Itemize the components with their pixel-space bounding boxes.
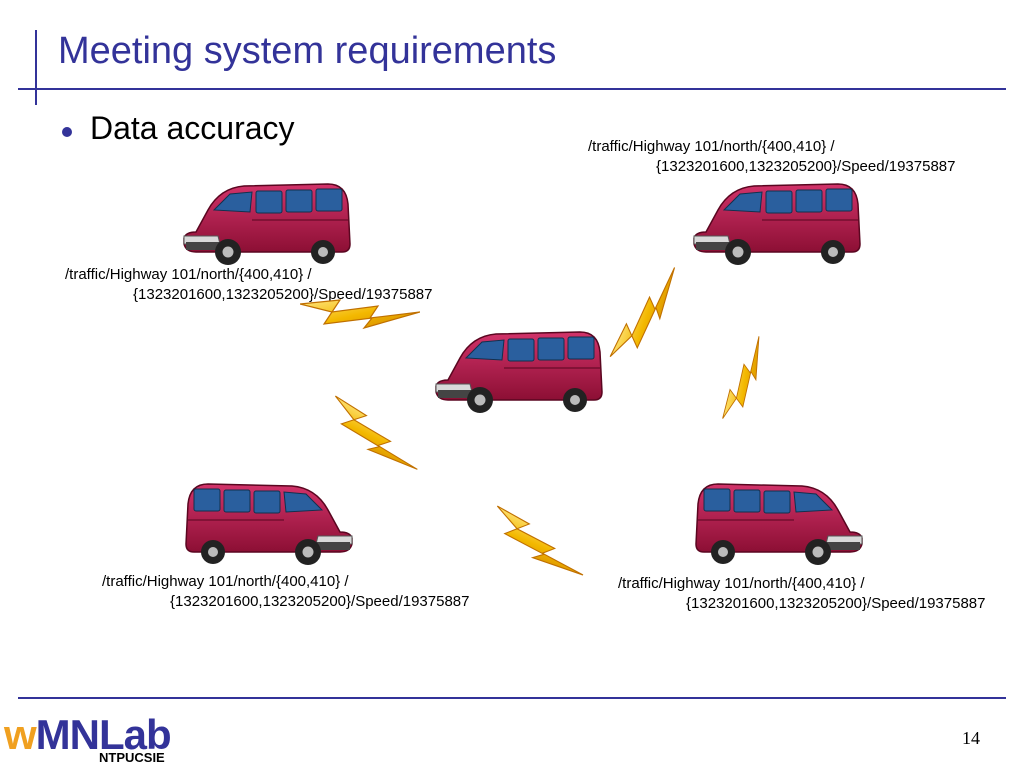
bullet-icon [62, 127, 72, 137]
lightning-icon-left [300, 298, 420, 330]
topic-label-line1: /traffic/Highway 101/north/{400,410} / [65, 266, 312, 283]
logo-wordmark: wMNLab [4, 711, 172, 758]
van-icon-bottom-left [178, 480, 358, 570]
lightning-icon-lower-center [483, 501, 590, 589]
topic-label-line1: /traffic/Highway 101/north/{400,410} / [588, 138, 835, 155]
van-icon-top-right [688, 180, 868, 270]
topic-label-line1: /traffic/Highway 101/north/{400,410} / [618, 575, 865, 592]
topic-label-line1: /traffic/Highway 101/north/{400,410} / [102, 573, 349, 590]
title-vertical-rule [35, 30, 37, 105]
topic-label-bottom-right: /traffic/Highway 101/north/{400,410} / {… [618, 574, 985, 614]
wmnlab-logo: wMNLab NTPUCSIE [4, 703, 184, 768]
topic-label-left: /traffic/Highway 101/north/{400,410} / {… [65, 265, 432, 305]
topic-label-line2: {1323201600,1323205200}/Speed/19375887 [170, 593, 470, 610]
topic-label-line2: {1323201600,1323205200}/Speed/19375887 [133, 286, 433, 303]
topic-label-line2: {1323201600,1323205200}/Speed/19375887 [656, 158, 956, 175]
topic-label-top-right: /traffic/Highway 101/north/{400,410} / {… [588, 137, 955, 177]
page-number: 14 [962, 728, 980, 748]
van-icon-top-left [178, 180, 358, 270]
slide-title: Meeting system requirements [58, 30, 557, 72]
footer-divider [18, 697, 1006, 699]
lightning-icon-upper-right [605, 260, 689, 369]
bullet-data-accuracy: Data accuracy [90, 110, 295, 146]
lightning-icon-right [717, 332, 772, 425]
topic-label-bottom-left: /traffic/Highway 101/north/{400,410} / {… [102, 572, 469, 612]
title-divider [18, 88, 1006, 90]
van-icon-center [430, 328, 610, 418]
van-icon-bottom-right [688, 480, 868, 570]
topic-label-line2: {1323201600,1323205200}/Speed/19375887 [686, 595, 986, 612]
logo-subtitle: NTPUCSIE [99, 750, 165, 765]
lightning-icon-lower-left [320, 391, 425, 482]
